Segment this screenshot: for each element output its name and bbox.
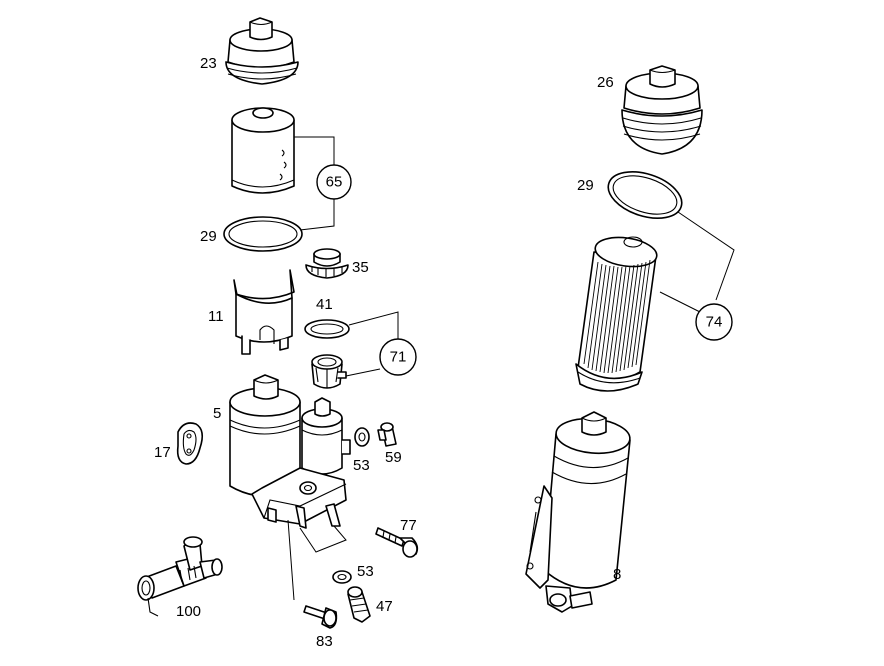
filter-element-right [575, 236, 658, 392]
part-26-filter-cap [621, 65, 703, 155]
label-part-83: 83 [316, 633, 333, 650]
filter-element-left [231, 107, 295, 194]
label-part-47: 47 [376, 598, 393, 615]
label-part-23: 23 [200, 55, 217, 72]
part-17-gasket [176, 422, 204, 465]
label-part-5: 5 [213, 405, 221, 422]
part-5-filter-housing [229, 374, 351, 529]
part-53-washer-lower [332, 570, 352, 584]
label-part-59: 59 [385, 449, 402, 466]
part-41-o-ring [304, 319, 350, 339]
part-8-filter-housing [525, 411, 631, 613]
label-part-26: 26 [597, 74, 614, 91]
assembly-line-hoses [299, 525, 347, 553]
part-100-connector [137, 536, 223, 617]
callout-74-leader [659, 211, 735, 313]
label-part-53-upper: 53 [353, 457, 370, 474]
callout-65-leader [294, 136, 335, 231]
part-23-filter-cap [225, 17, 299, 85]
part-77-bolt [375, 527, 419, 558]
part-29-seal-ring-left [223, 216, 303, 252]
valve-insert [311, 354, 347, 389]
assembly-line-83 [287, 519, 295, 601]
label-part-41: 41 [316, 296, 333, 313]
callout-71-leader [345, 311, 399, 377]
callout-71-text: 71 [390, 349, 407, 366]
label-part-100: 100 [176, 603, 201, 620]
part-29-seal-ring-right [607, 171, 683, 219]
label-part-29-right: 29 [577, 177, 594, 194]
callout-74: 74 [695, 303, 733, 341]
callout-65: 65 [316, 164, 352, 200]
label-part-11: 11 [208, 308, 224, 325]
callout-65-text: 65 [326, 174, 343, 191]
part-47-fitting [347, 586, 371, 623]
part-59-screw-plug [377, 422, 397, 447]
callout-74-text: 74 [706, 314, 723, 331]
part-35-plug [305, 248, 349, 279]
part-53-washer-upper [354, 427, 370, 447]
label-part-29-left: 29 [200, 228, 217, 245]
label-part-8: 8 [613, 566, 621, 583]
label-part-53-lower: 53 [357, 563, 374, 580]
part-11-holder-bracket [233, 269, 295, 355]
label-part-17: 17 [154, 444, 171, 461]
part-83-screw [303, 605, 338, 629]
label-part-77: 77 [400, 517, 417, 534]
label-part-35: 35 [352, 259, 369, 276]
callout-71: 71 [379, 338, 417, 376]
